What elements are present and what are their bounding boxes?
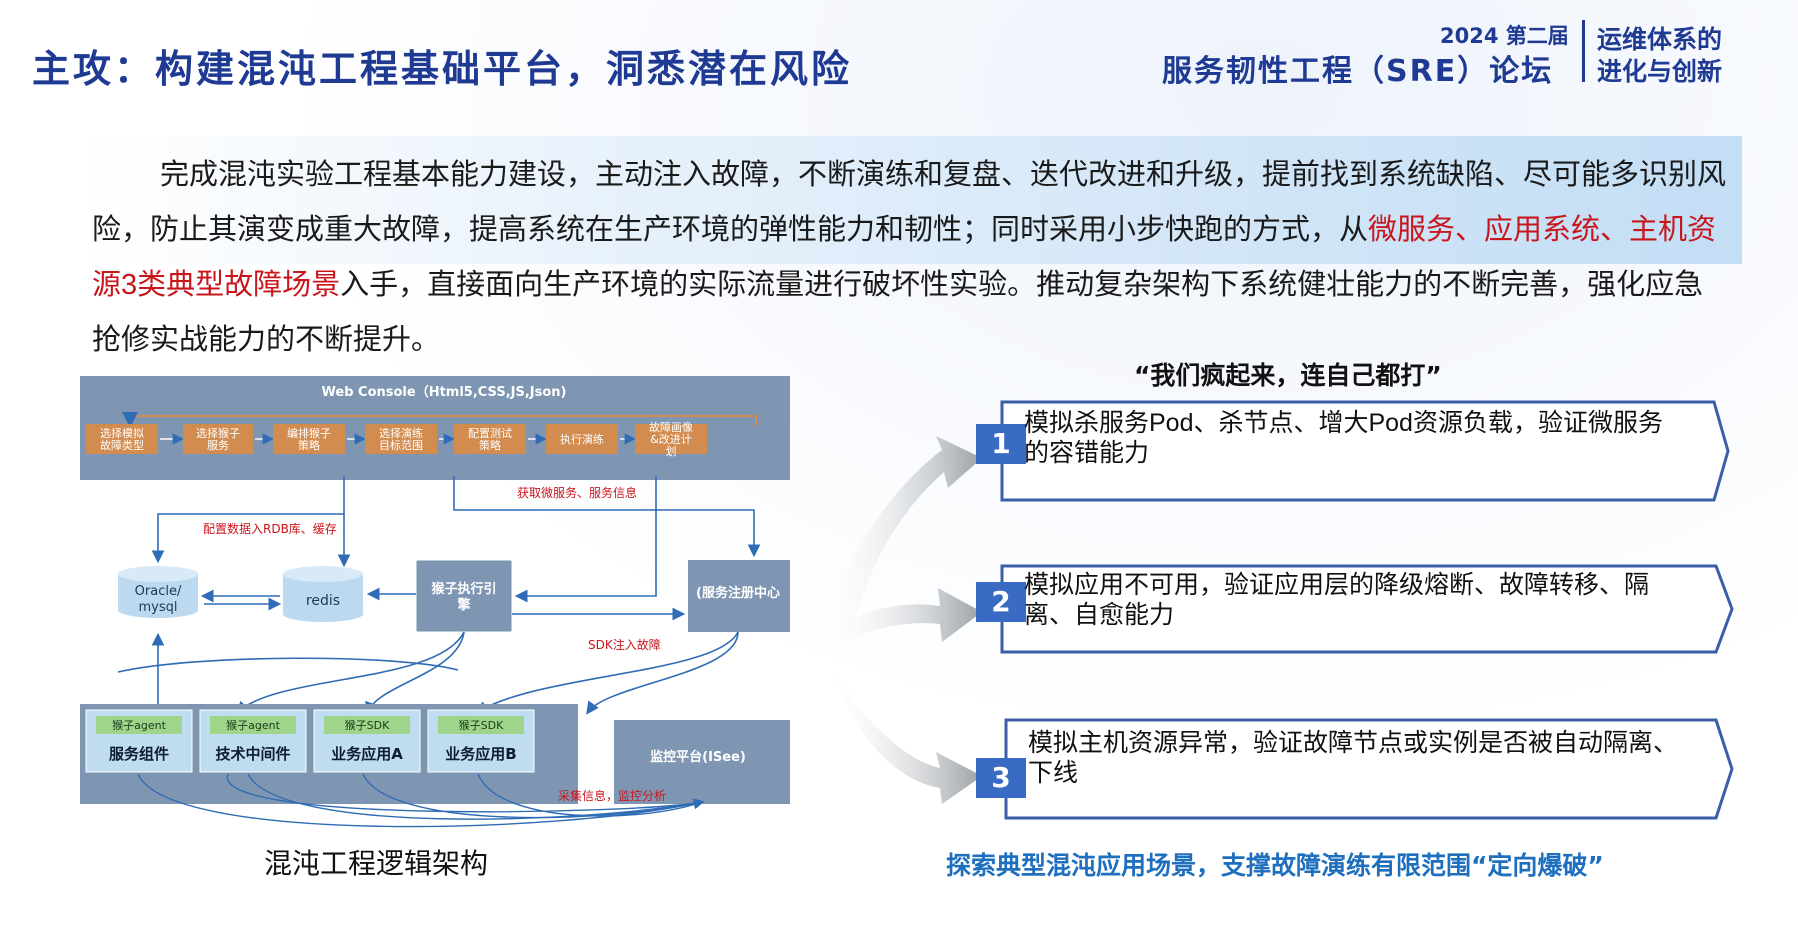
scenario-card-1: 1 模拟杀服务Pod、杀节点、增大Pod资源负载，验证微服务的容错能力 [976, 400, 1736, 502]
component-name: 技术中间件 [215, 745, 290, 763]
workflow-step-box [86, 424, 158, 454]
header-divider [1582, 20, 1585, 82]
feedback-loop-arrow [122, 412, 757, 428]
paragraph-text-1: 完成混沌实验工程基本能力建设，主动注入故障，不断演练和复盘、迭代改进和升级，提前… [92, 159, 1727, 246]
card-number-2: 2 [976, 582, 1026, 622]
event-edition: 2024 第二届 [1440, 24, 1569, 48]
event-name: 服务韧性工程（SRE）论坛 [1162, 54, 1554, 89]
card-number-3: 3 [976, 758, 1026, 798]
redis-cache: redis [283, 566, 363, 622]
component-box: 猴子agent 技术中间件 [199, 709, 307, 773]
workflow-step-label: 编排猴子 [287, 426, 331, 440]
workflow-step-label: 划 [666, 445, 677, 458]
rdb-cache-label: 配置数据入RDB库、缓存 [203, 521, 337, 536]
workflow-step-label: 故障画像 [649, 420, 693, 434]
workflow-step: 执行演练 [546, 424, 636, 454]
component-boxes: 猴子agent 服务组件 猴子agent 技术中间件 猴子SDK 业务应用A 猴子SDK 业务… [85, 709, 535, 773]
component-tag-bg [438, 716, 524, 734]
card-text-1: 模拟杀服务Pod、杀节点、增大Pod资源负载，验证微服务的容错能力 [1024, 409, 1663, 467]
workflow-step-box [546, 424, 618, 454]
card-text-2: 模拟应用不可用，验证应用层的降级熔断、故障转移、隔离、自愈能力 [1024, 571, 1650, 629]
bottom-tagline: 探索典型混沌应用场景，支撑故障演练有限范围“定向爆破” [946, 851, 1604, 880]
event-badge-line2: 进化与创新 [1597, 57, 1723, 86]
quote-text: “我们疯起来，连自己都打” [1134, 361, 1442, 390]
oracle-label-2: mysql [139, 600, 178, 615]
component-name: 服务组件 [109, 745, 169, 763]
diagram-caption: 混沌工程逻辑架构 [264, 848, 489, 879]
paragraph-highlight: 微服务、应用系统、主机资源3类典型故障场景 [92, 214, 1717, 301]
paragraph-text-2: 入手，直接面向生产环境的实际流量进行破坏性实验。推动复杂架构下系统健壮能力的不断… [92, 269, 1704, 356]
execution-engine-box [415, 559, 513, 633]
component-name: 业务应用B [445, 745, 516, 763]
monitoring-curves [137, 773, 705, 828]
component-tag-bg [210, 716, 296, 734]
workflow-step-label: 策略 [479, 438, 501, 452]
workflow-step-label: 选择猴子 [196, 426, 240, 440]
architecture-diagram: Web Console（Html5,CSS,JS,Json) 选择模拟故障类型选… [80, 376, 790, 828]
component-tag-bg [324, 716, 410, 734]
component-tag: 猴子agent [226, 718, 280, 732]
workflow-step-label: 目标范围 [379, 438, 423, 452]
workflow-step-label: 服务 [207, 439, 229, 452]
component-tag: 猴子SDK [345, 718, 390, 732]
workflow-steps: 选择模拟故障类型选择猴子服务编排猴子策略选择演练目标范围配置测试策略执行演练故障… [86, 420, 707, 458]
component-tag: 猴子SDK [459, 718, 504, 732]
oracle-db: Oracle/ mysql [118, 566, 198, 618]
workflow-step-label: 故障类型 [100, 438, 144, 452]
component-box: 猴子SDK 业务应用B [427, 709, 535, 773]
console-title: Web Console（Html5,CSS,JS,Json) [322, 384, 567, 400]
collect-monitor-label: 采集信息，监控分析 [558, 788, 666, 803]
connector-lines [117, 476, 761, 716]
workflow-step-label: 执行演练 [560, 432, 604, 446]
arrow-to-card-3 [822, 650, 982, 804]
workflow-step-box [454, 424, 526, 454]
paragraph-highlight-band [78, 136, 1742, 264]
engine-label-2: 擎 [457, 597, 470, 613]
workflow-step-box [635, 424, 707, 454]
workflow-step-label: 选择演练 [379, 426, 423, 440]
redis-label: redis [306, 593, 340, 609]
monitor-label: 监控平台(ISee) [650, 749, 746, 765]
monitor-platform-box [614, 720, 790, 804]
page-title: 主攻：构建混沌工程基础平台，洞悉潜在风险 [32, 47, 853, 91]
component-box: 猴子SDK 业务应用A [313, 709, 421, 773]
service-registry-box [688, 560, 790, 632]
arrow-to-card-1 [822, 436, 982, 630]
workflow-step-label: 选择模拟 [100, 426, 144, 440]
intro-paragraph: 完成混沌实验工程基本能力建设，主动注入故障，不断演练和复盘、迭代改进和升级，提前… [92, 148, 1732, 368]
arrow-to-card-2 [822, 588, 982, 650]
scenario-card-2: 2 模拟应用不可用，验证应用层的降级熔断、故障转移、隔离、自愈能力 [976, 564, 1736, 654]
component-tag-bg [96, 716, 182, 734]
scenario-card-3: 3 模拟主机资源异常，验证故障节点或实例是否被自动隔离、下线 [976, 718, 1736, 820]
component-name: 业务应用A [331, 745, 403, 763]
card-text-3: 模拟主机资源异常，验证故障节点或实例是否被自动隔离、下线 [1028, 729, 1679, 787]
fetch-services-label: 获取微服务、服务信息 [517, 485, 637, 500]
gray-arrows [822, 436, 982, 804]
workflow-step-label: 策略 [298, 438, 320, 452]
sdk-inject-label: SDK注入故障 [588, 637, 661, 652]
engine-label-1: 猴子执行引 [431, 581, 496, 597]
card-number-1: 1 [976, 424, 1026, 464]
workflow-step-label: &改进计 [650, 432, 692, 446]
oracle-label-1: Oracle/ [135, 584, 182, 599]
component-box: 猴子agent 服务组件 [85, 709, 193, 773]
registry-label: (服务注册中心 [696, 585, 780, 601]
workflow-step-box [183, 424, 253, 454]
component-tag: 猴子agent [112, 718, 166, 732]
workflow-step-box [365, 424, 437, 454]
event-badge-line1: 运维体系的 [1597, 25, 1723, 54]
workflow-step-box [273, 424, 345, 454]
workflow-step-label: 配置测试 [468, 427, 512, 440]
